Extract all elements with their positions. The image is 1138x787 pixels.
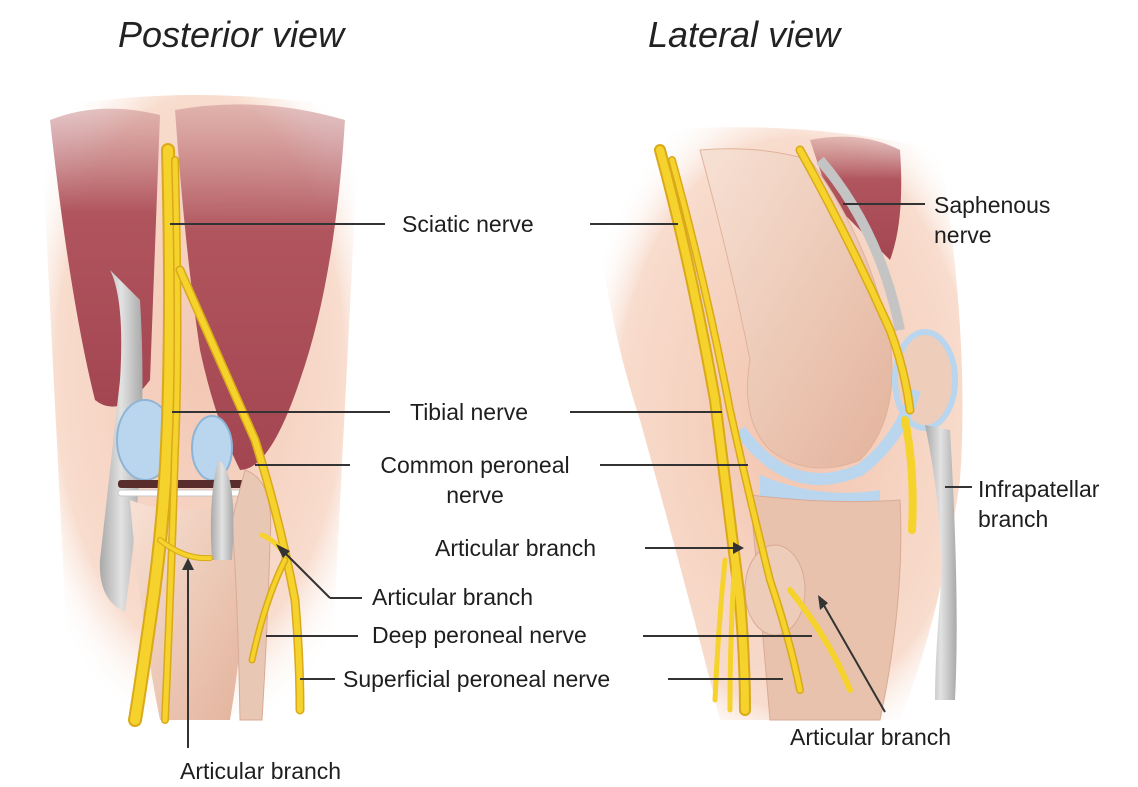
label-deep-peroneal-nerve: Deep peroneal nerve [372, 620, 587, 650]
label-sciatic-nerve: Sciatic nerve [402, 209, 534, 239]
label-articular-branch-left-upper: Articular branch [372, 582, 533, 612]
label-articular-branch-right-lower: Articular branch [790, 722, 951, 752]
label-infrapatellar-branch: Infrapatellar branch [978, 474, 1099, 534]
label-superficial-peroneal-nerve: Superficial peroneal nerve [343, 664, 610, 694]
posterior-leg [40, 95, 360, 720]
label-articular-branch-bottom-left: Articular branch [180, 756, 341, 786]
label-infrapatellar-line1: Infrapatellar [978, 474, 1099, 504]
lateral-view-title: Lateral view [648, 14, 840, 56]
label-infrapatellar-line2: branch [978, 504, 1099, 534]
label-common-peroneal-line2: nerve [360, 480, 590, 510]
label-saphenous-nerve: Saphenous nerve [934, 190, 1050, 250]
label-common-peroneal-line1: Common peroneal [360, 450, 590, 480]
label-common-peroneal-nerve: Common peroneal nerve [360, 450, 590, 510]
label-saphenous-line2: nerve [934, 220, 1050, 250]
label-saphenous-line1: Saphenous [934, 190, 1050, 220]
label-tibial-nerve: Tibial nerve [410, 397, 528, 427]
label-articular-branch-mid: Articular branch [435, 533, 596, 563]
posterior-view-title: Posterior view [118, 14, 344, 56]
